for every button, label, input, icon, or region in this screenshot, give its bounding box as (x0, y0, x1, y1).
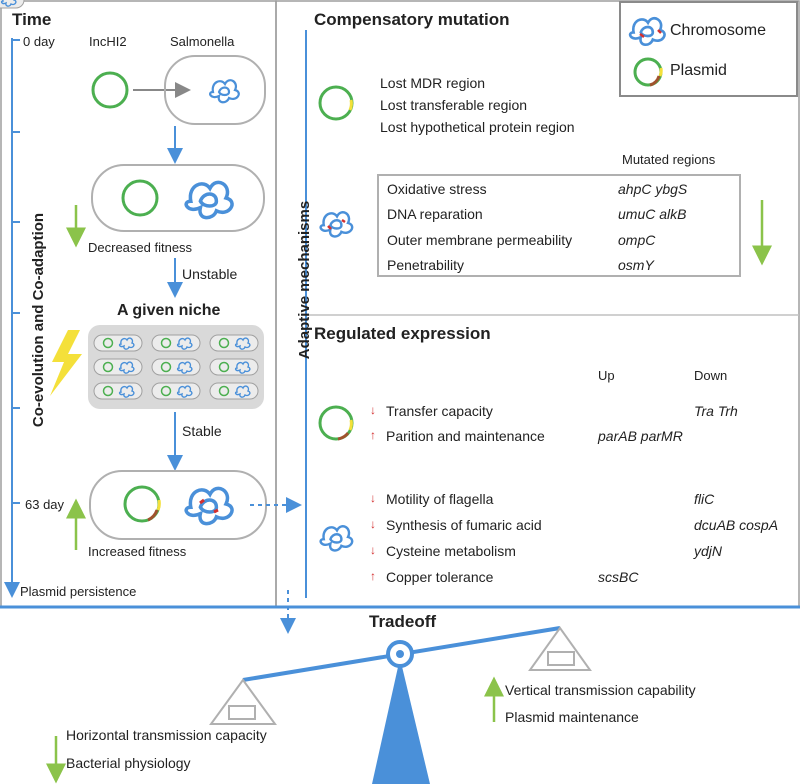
plasmid-name-label: IncHI2 (89, 34, 127, 49)
mutated-regions-table (377, 174, 741, 277)
adapted-cell (89, 470, 267, 540)
up-genes: scsBC (598, 569, 639, 585)
legend-box (619, 1, 798, 97)
regulated-item: Parition and maintenance (386, 428, 545, 444)
down-header: Down (694, 368, 728, 383)
regulated-title: Regulated expression (314, 324, 491, 343)
salmonella-cell (164, 55, 266, 125)
regulated-item: Transfer capacity (386, 403, 493, 419)
regulated-item: Copper tolerance (386, 569, 494, 585)
up-header: Up (598, 368, 615, 383)
mutation-genes: umuC alkB (618, 206, 687, 222)
tradeoff-left-item: Horizontal transmission capacity (66, 727, 267, 743)
plasmid-icon (91, 71, 129, 109)
mutation-category: Penetrability (387, 257, 465, 273)
mutation-genes: ompC (618, 232, 656, 248)
regulated-item: Synthesis of fumaric acid (386, 517, 542, 533)
up-regulated-icon: ↑ (370, 428, 376, 442)
coevolution-axis-label: Co-evolution and Co-adaption (30, 212, 47, 428)
niche-cells (0, 0, 258, 399)
down-genes: Tra Trh (694, 403, 738, 419)
plasmid-loss-item: Lost hypothetical protein region (380, 119, 575, 135)
compensatory-title: Compensatory mutation (314, 10, 510, 29)
down-genes: ydjN (694, 543, 723, 559)
mutation-category: Oxidative stress (387, 181, 487, 197)
tradeoff-right-item: Plasmid maintenance (505, 709, 639, 725)
host-name-label: Salmonella (170, 34, 235, 49)
down-regulated-icon: ↓ (370, 543, 376, 557)
down-genes: fliC (694, 491, 715, 507)
regulated-item: Cysteine metabolism (386, 543, 516, 559)
plasmid-icon (318, 85, 354, 121)
timeline-title: Time (12, 10, 52, 29)
plasmid-loss-item: Lost MDR region (380, 75, 486, 91)
chromosome-icon (209, 79, 240, 104)
legend-chromosome-label: Chromosome (670, 22, 767, 39)
left-pan (209, 678, 277, 725)
down-regulated-icon: ↓ (370, 491, 376, 505)
down-genes: dcuAB cospA (694, 517, 779, 533)
unstable-label: Unstable (182, 266, 238, 282)
end-day-label: 63 day (25, 497, 65, 512)
increased-fitness-label: Increased fitness (88, 544, 187, 559)
stable-label: Stable (182, 423, 222, 439)
mutation-genes: ahpC ybgS (618, 181, 688, 197)
right-pan (528, 626, 592, 671)
plasmid-loss-item: Lost transferable region (380, 97, 528, 113)
scale-stand (372, 658, 430, 784)
tradeoff-right-item: Vertical transmission capability (505, 682, 696, 698)
decreased-fitness-label: Decreased fitness (88, 240, 193, 255)
legend-plasmid-label: Plasmid (670, 62, 727, 79)
tradeoff-title: Tradeoff (369, 612, 437, 631)
transconjugant-cell (91, 164, 265, 232)
plasmid-icon (121, 179, 159, 217)
tradeoff-left-item: Bacterial physiology (66, 755, 191, 771)
up-regulated-icon: ↑ (370, 569, 376, 583)
down-regulated-icon: ↓ (370, 403, 376, 417)
mutation-category: DNA reparation (387, 206, 483, 222)
mutation-genes: osmY (618, 257, 654, 273)
adaptive-axis-label: Adaptive mechanisms (296, 200, 313, 360)
regulated-item: Motility of flagella (386, 491, 494, 507)
start-day-label: 0 day (23, 34, 55, 49)
mutation-category: Outer membrane permeability (387, 232, 573, 248)
down-regulated-icon: ↓ (370, 517, 376, 531)
timeline-ticks (12, 39, 20, 504)
niche-title: A given niche (117, 302, 221, 319)
up-genes: parAB parMR (598, 428, 683, 444)
plasmid-persistence-label: Plasmid persistence (20, 584, 137, 599)
mutated-regions-header: Mutated regions (622, 152, 716, 167)
lightning-icon (50, 330, 82, 396)
